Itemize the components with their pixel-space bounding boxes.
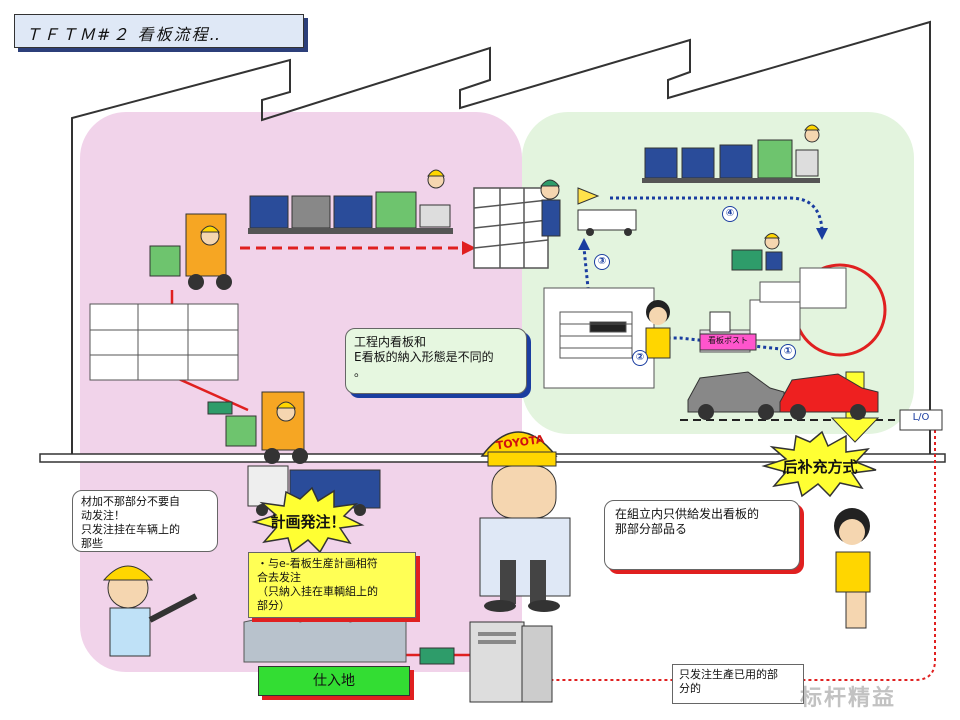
lo-box (899, 409, 943, 431)
page-title: ＴＦＴＭ#２ 看板流程‥ (14, 14, 304, 48)
step-4: ④ (722, 206, 738, 222)
burst-replenish-label: 后补充方式 (782, 458, 858, 476)
kanban-post (699, 311, 757, 351)
flow-rack (473, 187, 549, 269)
car-gray (687, 371, 785, 420)
woman-clerk (834, 508, 871, 629)
pallet-train-top (642, 124, 820, 183)
burst-plan-order-label: 計画発注！ (270, 513, 346, 531)
tugger-worker (731, 233, 783, 271)
red-dotted-return (540, 430, 936, 681)
woman-kanban (645, 300, 671, 359)
forklift-bottom (207, 391, 308, 464)
kanban-card-grid (543, 287, 655, 389)
burst-replenish (761, 430, 877, 498)
forklift-top (149, 213, 232, 290)
storage-shelves (89, 303, 239, 381)
factory-roof (71, 20, 931, 458)
supplier-label: 仕入地 (258, 666, 410, 696)
yellow-arrow-head (830, 417, 880, 443)
kanban-post-label: 看板ポスト (708, 336, 748, 345)
arrow-head (462, 241, 476, 255)
step-2: ② (632, 350, 648, 366)
callout-order-instruction: 材加不那部分不要自 动发注！ 只发注挂在车辆上的 那些 (72, 490, 218, 552)
car-red (779, 373, 879, 420)
watermark: 标杆精益 (800, 686, 897, 711)
step-3: ③ (594, 254, 610, 270)
worker-pointing (102, 565, 198, 657)
pallet-train-middle (248, 169, 453, 234)
callout-plan-note: ・与e-看板生産計画相符 合去发注 （只納入挂在車輌組上的 部分） (248, 552, 416, 618)
callout-kanban-form: 工程内看板和 E看板的納入形態是不同的 。 (345, 328, 527, 394)
callout-production-note: 只发注生產已用的部 分的 (672, 664, 804, 704)
worker-rack (539, 179, 637, 237)
computer-server (469, 621, 553, 703)
kanban-card-icon (419, 647, 455, 665)
truck (247, 465, 381, 516)
step-1: ① (780, 344, 796, 360)
callout-assembly: 在組立内只供給发出看板的 那部分部品る (604, 500, 800, 570)
lo-label: L/O (912, 412, 930, 423)
toyota-supervisor (479, 431, 571, 612)
